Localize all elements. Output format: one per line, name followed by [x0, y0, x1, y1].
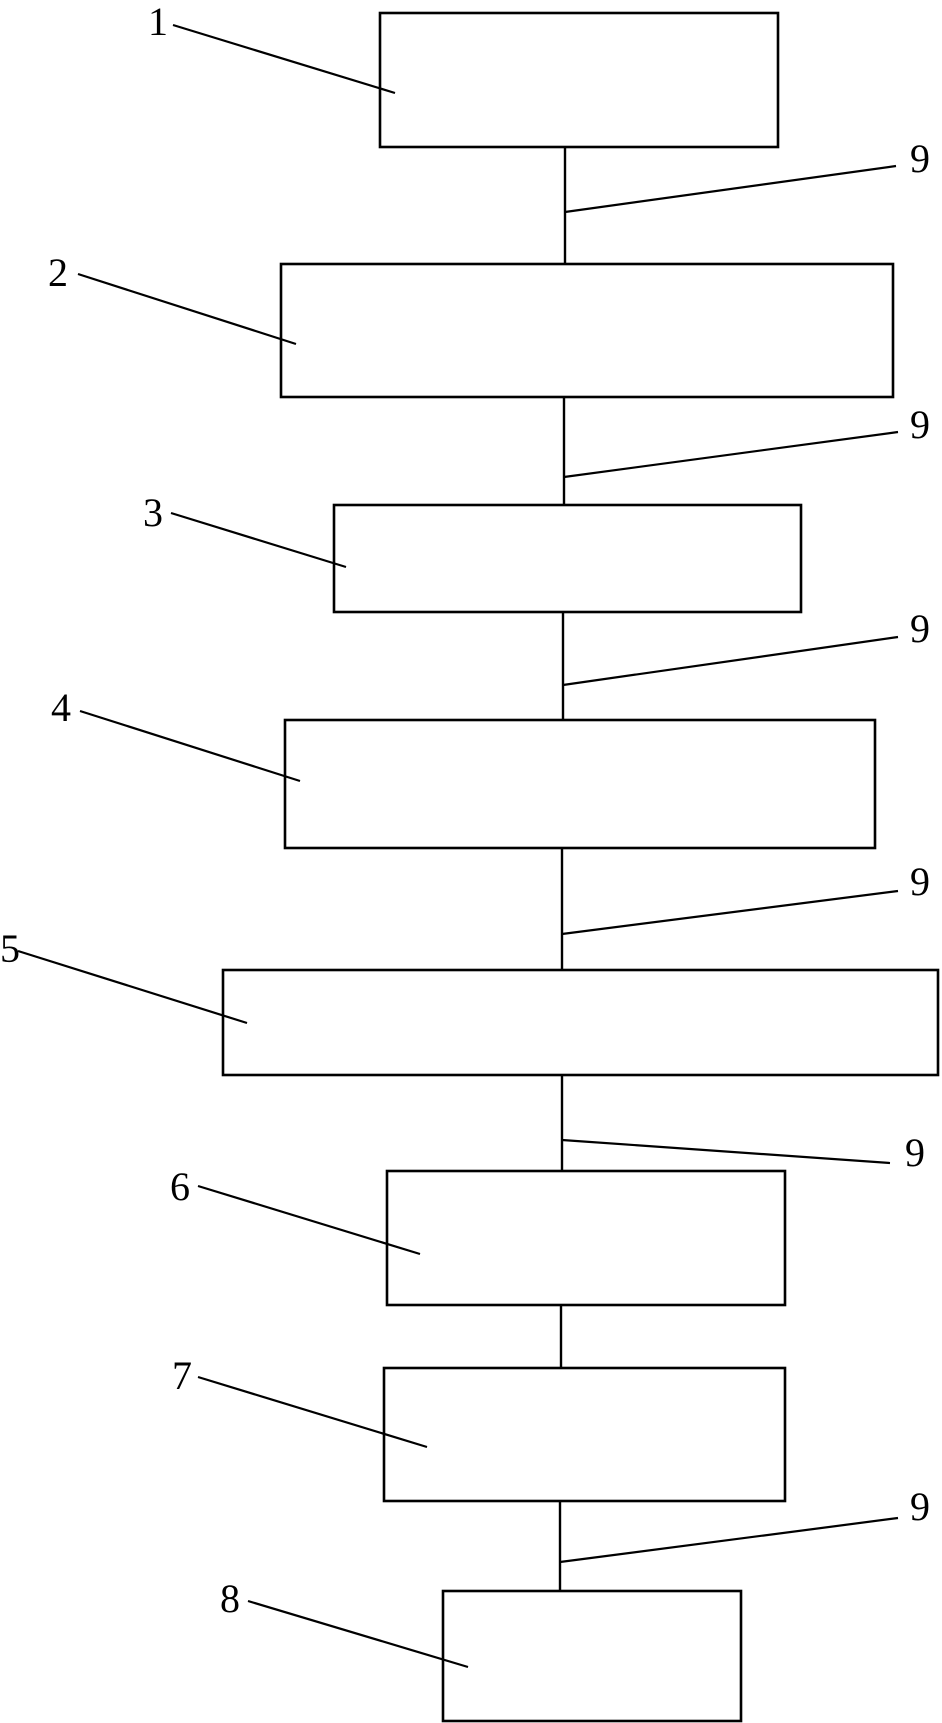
leader-block-3 — [170, 511, 347, 569]
leader-connector-1 — [564, 164, 897, 214]
connector-label: 9 — [910, 136, 930, 181]
connector-label: 9 — [905, 1130, 925, 1175]
leader-connector-3 — [562, 635, 899, 687]
leader-block-4 — [79, 709, 301, 783]
block-3 — [332, 503, 803, 614]
leader-block-6 — [197, 1184, 421, 1256]
leader-block-2 — [77, 272, 297, 346]
leader-block-8 — [247, 1599, 469, 1669]
connector-label: 9 — [910, 859, 930, 904]
leader-block-1 — [172, 23, 396, 95]
block-5 — [221, 968, 940, 1077]
leader-connector-6 — [559, 1516, 899, 1564]
leader-block-5 — [17, 949, 248, 1025]
block-3-label: 3 — [143, 490, 163, 535]
block-4 — [283, 718, 877, 850]
block-2-label: 2 — [48, 250, 68, 295]
block-1-label: 1 — [148, 0, 168, 44]
leader-connector-4 — [561, 889, 899, 936]
leader-connector-2 — [563, 430, 899, 479]
connector-label: 9 — [910, 606, 930, 651]
block-7-label: 7 — [172, 1353, 192, 1398]
leader-block-7 — [197, 1375, 428, 1449]
block-1 — [378, 11, 780, 149]
connector-label: 9 — [910, 402, 930, 447]
block-8 — [441, 1589, 743, 1723]
block-2 — [279, 262, 895, 399]
block-6-label: 6 — [170, 1164, 190, 1209]
block-7 — [382, 1366, 787, 1503]
block-8-label: 8 — [220, 1576, 240, 1621]
leader-connector-5 — [561, 1138, 891, 1165]
block-4-label: 4 — [51, 685, 71, 730]
connector-label: 9 — [910, 1484, 930, 1529]
block-6 — [385, 1169, 787, 1307]
block-5-label: 5 — [0, 926, 20, 971]
